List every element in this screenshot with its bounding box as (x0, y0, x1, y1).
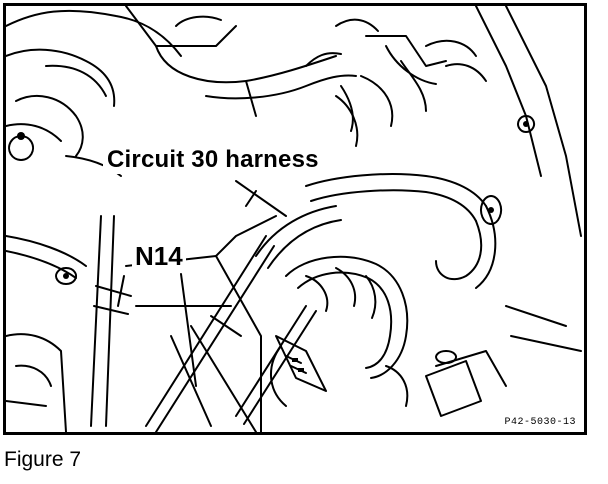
engine-bay-line-drawing (6, 6, 582, 432)
reference-code: P42-5030-13 (504, 417, 576, 428)
harness-label: Circuit 30 harness (103, 146, 323, 174)
component-label-n14: N14 (132, 242, 186, 270)
engine-bay-illustration: Circuit 30 harness N14 P42-5030-13 (3, 3, 587, 435)
figure-caption: Figure 7 (4, 448, 82, 471)
